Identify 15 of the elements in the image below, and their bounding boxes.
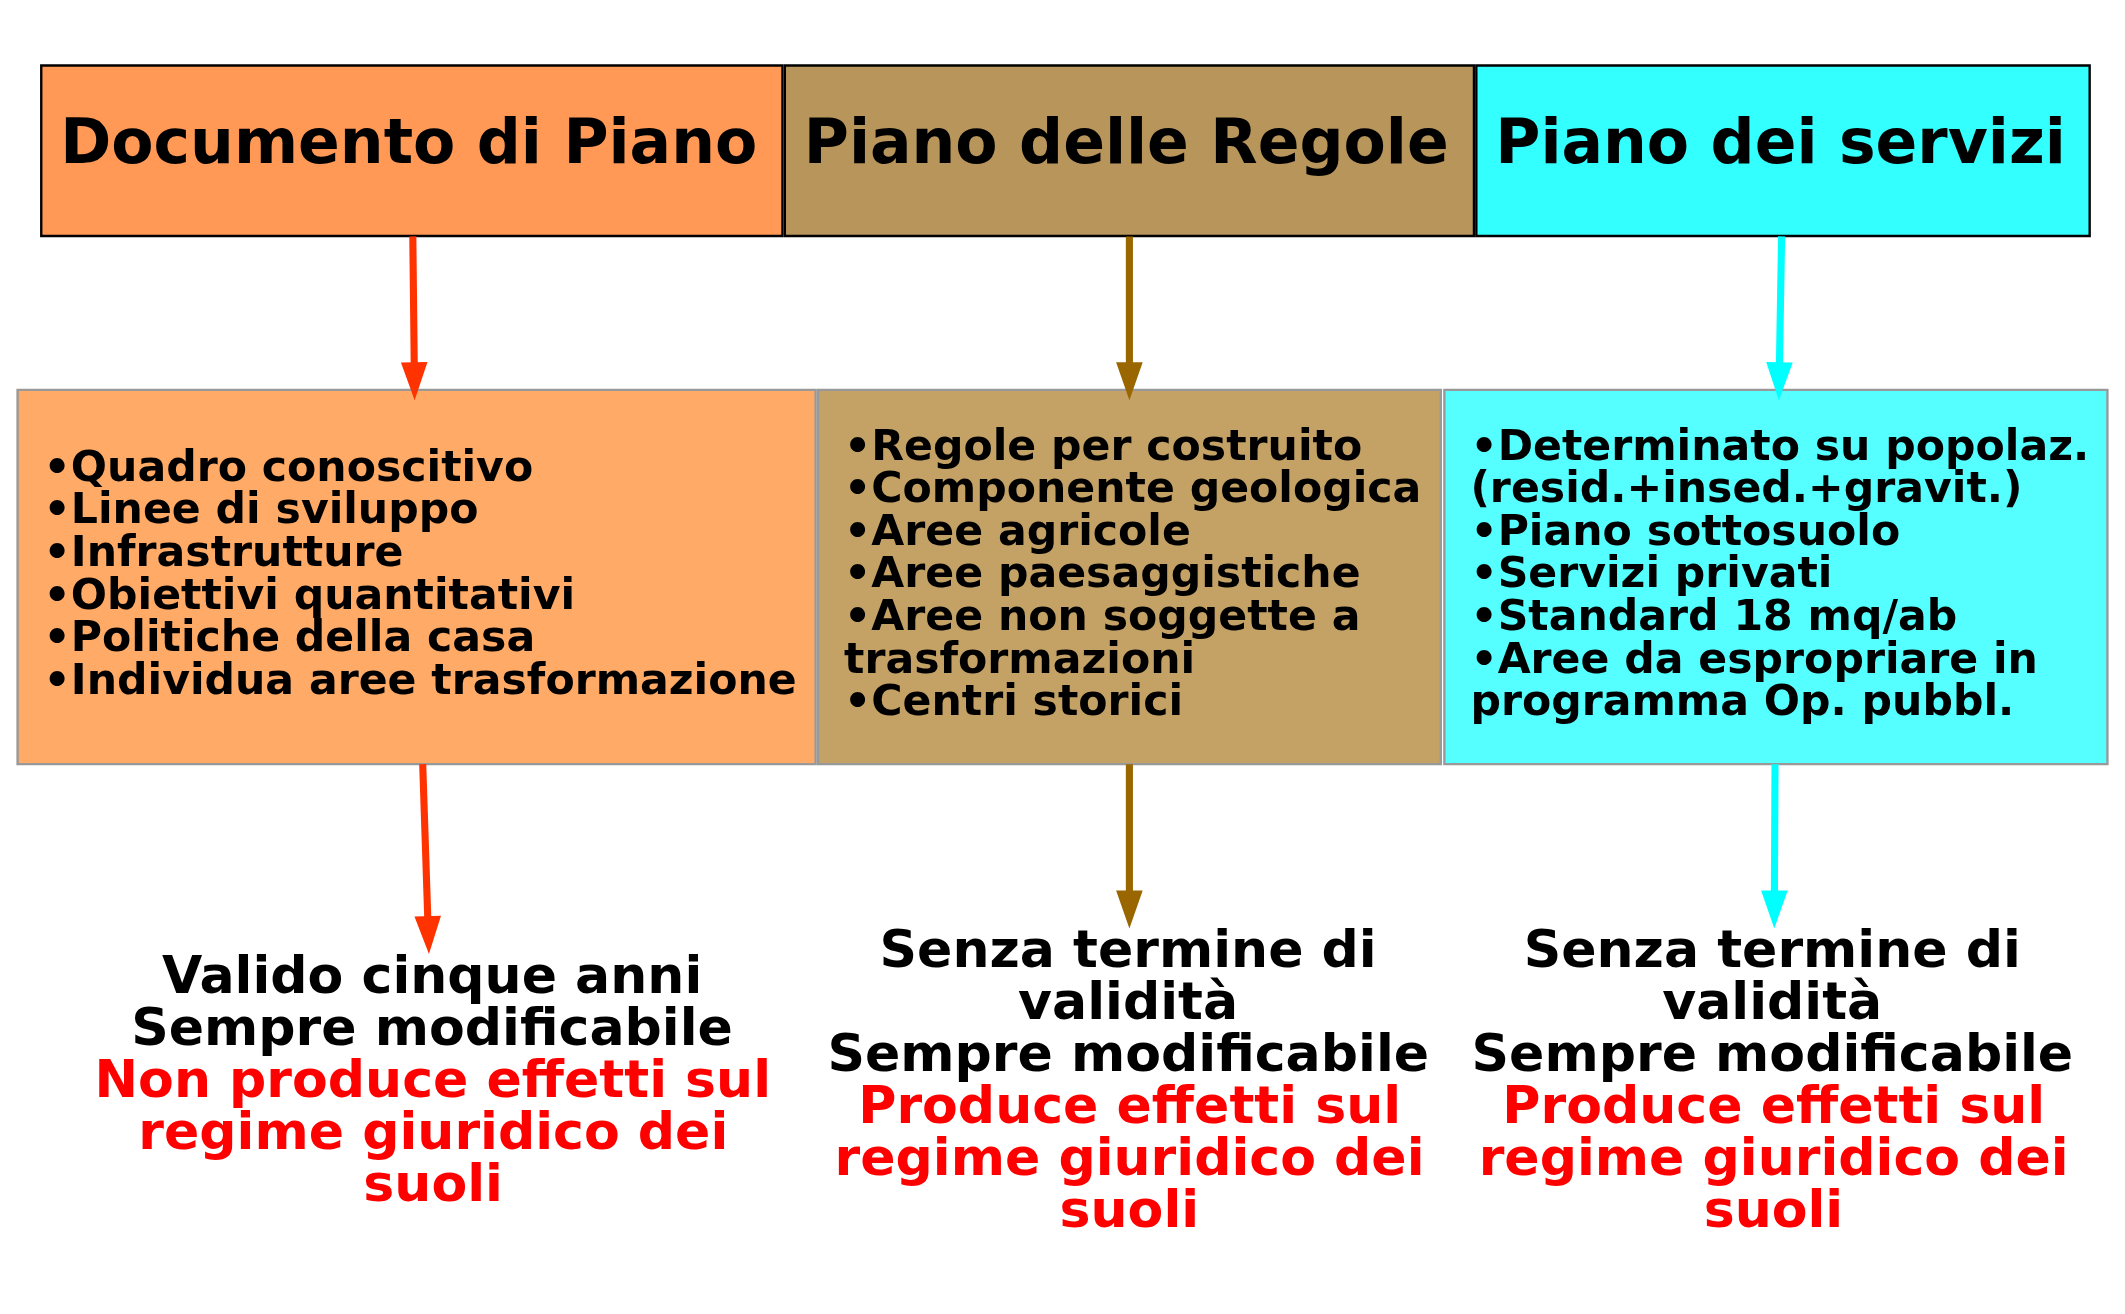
- node-box: •Regole per costruito •Componente geologica •Aree agricole •Aree paesaggistiche •Aree non soggette a trasformazioni •Centri storici: [816, 388, 1442, 765]
- node-text: Senza termine di validità Sempre modificabile Produce effetti sul regime giuridico dei suoli: [1471, 918, 2074, 1239]
- arrow: [1116, 235, 1143, 400]
- arrow: [1116, 763, 1143, 928]
- arrow: [1766, 235, 1793, 400]
- node-box: Piano delle Regole: [783, 63, 1476, 237]
- node-text: Senza termine di validità Sempre modificabile Produce effetti sul regime giuridico dei suoli: [827, 918, 1430, 1239]
- node-box: Documento di Piano: [40, 63, 784, 237]
- arrow: [400, 235, 428, 400]
- node-box: •Determinato su popolaz. (resid.+insed.+gravit.) •Piano sottosuolo •Servizi privati •Standard 18 mq/ab •Aree da espropriare in programma Op. pubbl.: [1443, 388, 2109, 765]
- node-box: •Quadro conoscitivo •Linee di sviluppo •Infrastrutture •Obiettivi quantitativi •Politiche della casa •Individua aree trasformazione: [16, 388, 817, 765]
- arrow: [414, 763, 441, 954]
- node-text: Valido cinque anni Sempre modificabile Non produce effetti sul regime giuridico dei suoli: [94, 944, 772, 1213]
- node-box: Piano dei servizi: [1475, 63, 2091, 237]
- arrow: [1761, 763, 1788, 928]
